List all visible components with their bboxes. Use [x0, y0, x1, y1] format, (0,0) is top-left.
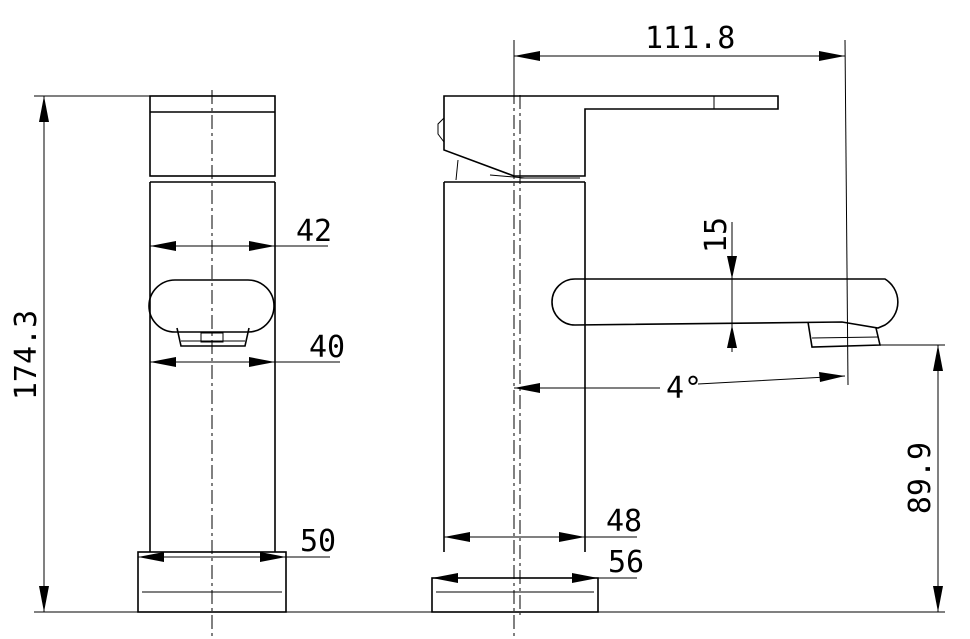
dim-handle-width: 42: [150, 214, 332, 251]
dim-reach-label: 111.8: [645, 21, 735, 56]
side-lever: [443, 95, 779, 177]
dim-reach: 111.8: [513, 21, 849, 386]
dim-spout-thickness: 15: [699, 217, 737, 352]
side-spout: [551, 278, 899, 329]
dim-base-width-front: 50: [138, 524, 336, 562]
dim-body-width: 48: [444, 504, 642, 542]
dim-total-height-label: 174.3: [9, 310, 44, 400]
side-aerator: [807, 321, 882, 348]
dim-base-width-front-label: 50: [300, 524, 336, 559]
dim-spout-width: 40: [150, 330, 345, 367]
dim-spout-thickness-label: 15: [699, 217, 734, 253]
dim-base-width-side: 56: [432, 545, 644, 583]
dim-outlet-height: 89.9: [880, 344, 945, 612]
side-base: [431, 577, 599, 613]
side-lever-underside: [455, 159, 526, 181]
dim-total-height: 174.3: [9, 95, 150, 612]
dim-body-width-label: 48: [606, 504, 642, 539]
front-view: [137, 90, 287, 636]
dim-spout-width-label: 40: [309, 330, 345, 365]
dim-base-width-side-label: 56: [608, 545, 644, 580]
dim-angle-label: 4°: [666, 371, 702, 406]
side-aerator-inner: [811, 336, 879, 339]
front-aerator: [176, 327, 250, 347]
dim-handle-width-label: 42: [296, 214, 332, 249]
side-view: [431, 90, 899, 636]
dim-angle: 4°: [514, 371, 846, 406]
dim-outlet-height-label: 89.9: [903, 442, 938, 514]
side-lever-knob: [437, 117, 445, 143]
